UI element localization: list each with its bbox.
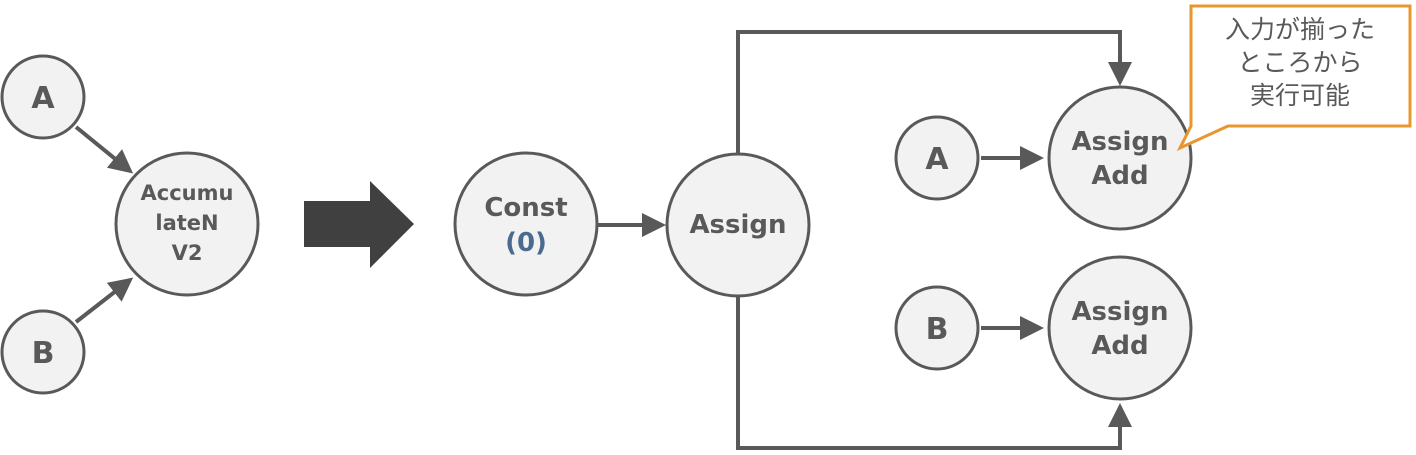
node-assign-add-top: Assign Add	[1047, 85, 1193, 231]
node-input-b-right: B	[894, 285, 980, 371]
edge-assign-to-assignadd-top	[736, 30, 1132, 153]
callout-line: ところから	[1237, 48, 1362, 77]
node-accumulate-n-v2: Accumu lateN V2	[114, 151, 260, 297]
const-value: (0)	[505, 228, 547, 258]
node-label-line: V2	[172, 241, 203, 265]
node-input-b-left: B	[0, 309, 86, 395]
edge-b-to-accumulate	[74, 277, 134, 324]
node-label: A	[925, 142, 949, 177]
node-input-a-right: A	[894, 115, 980, 201]
callout-line: 入力が揃った	[1225, 15, 1375, 44]
node-assign-add-bottom: Assign Add	[1047, 255, 1193, 401]
callout: 入力が揃った ところから 実行可能	[1176, 4, 1412, 152]
callout-box	[1176, 4, 1412, 152]
node-label-line: Accumu	[141, 181, 234, 205]
node-label-line: Add	[1091, 331, 1148, 361]
node-label-line: lateN	[155, 211, 218, 235]
node-label: B	[32, 336, 55, 371]
edge-assign-to-assignadd-bottom	[736, 297, 1132, 450]
node-label-line: Add	[1091, 161, 1148, 191]
node-input-a-left: A	[0, 54, 86, 140]
node-label: Const	[484, 193, 567, 223]
node-label-line: Assign	[1071, 127, 1168, 157]
callout-line: 実行可能	[1250, 81, 1350, 110]
node-label: Assign	[689, 210, 786, 240]
node-label: B	[926, 312, 949, 347]
edge-a-to-accumulate	[74, 125, 134, 174]
transform-arrow	[304, 181, 414, 268]
node-const: Const (0)	[453, 151, 599, 297]
node-assign: Assign	[665, 152, 811, 298]
node-label-line: Assign	[1071, 297, 1168, 327]
node-label: A	[31, 81, 55, 116]
